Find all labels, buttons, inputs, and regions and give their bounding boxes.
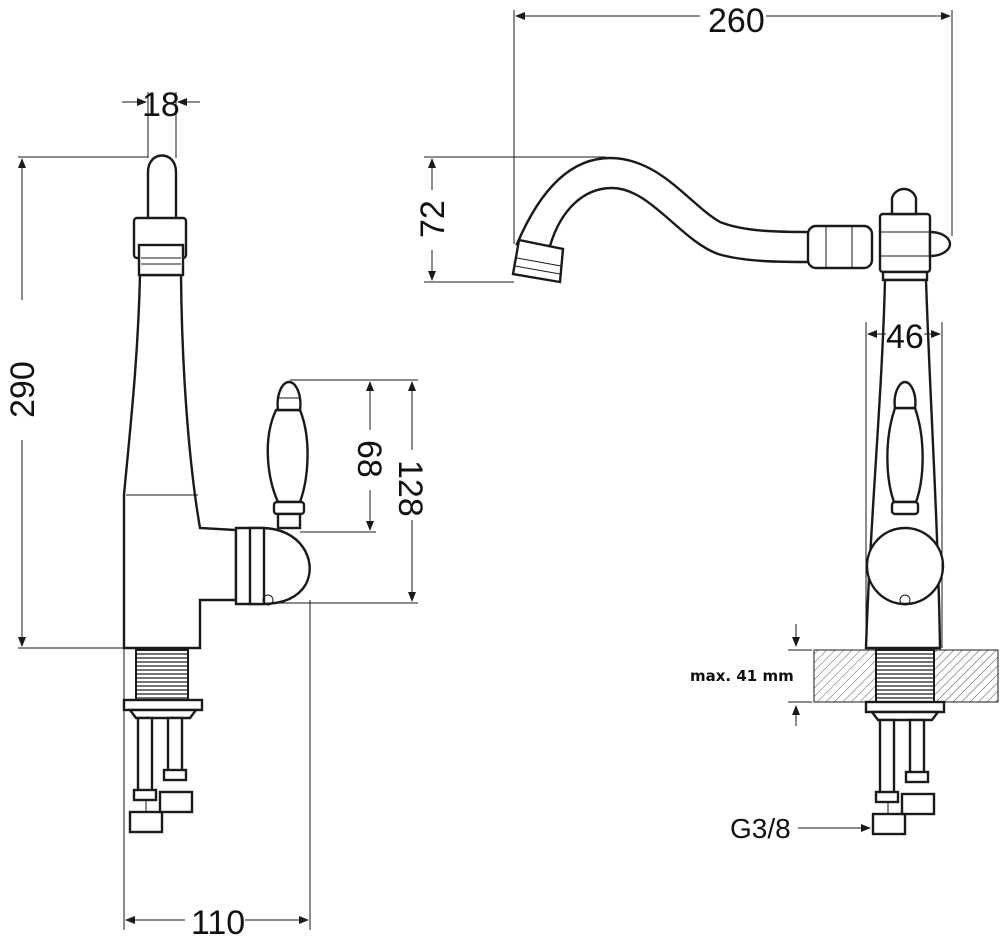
dim-base-width: 110 [123, 600, 311, 942]
front-handle-housing [865, 526, 945, 606]
side-connector-right [158, 790, 194, 814]
dim-max-thickness-label: max. 41 mm [690, 667, 794, 685]
front-spout [515, 156, 814, 264]
countertop-right [933, 649, 999, 703]
side-body [122, 273, 238, 650]
dim-nozzle-width-label: 18 [142, 86, 180, 124]
dim-handle-total-label: 128 [391, 460, 429, 517]
front-finial [890, 187, 918, 216]
front-spout-collar [806, 224, 874, 270]
dim-total-height-label: 290 [4, 361, 42, 418]
dim-nozzle-width: 18 [122, 86, 200, 158]
dim-handle-height: 68 [290, 379, 388, 533]
dim-base-width-label: 110 [191, 904, 245, 942]
front-hose-left [878, 718, 896, 800]
dim-total-height: 290 [4, 156, 148, 649]
front-aerator [511, 238, 565, 284]
dim-body-width: 46 [865, 318, 943, 648]
side-hose-left [136, 716, 154, 798]
front-connector-right [900, 792, 936, 816]
connector-thread-label: G3/8 [730, 813, 791, 844]
front-connector-left [871, 812, 907, 836]
front-threaded-shank [875, 649, 935, 703]
side-lever-handle [266, 408, 309, 504]
dim-spout-reach: 260 [513, 2, 953, 244]
side-handle-housing [234, 526, 311, 606]
countertop-left [813, 649, 877, 703]
front-lever-handle [886, 406, 924, 504]
front-hose-right [908, 718, 926, 780]
side-view: 18 290 68 128 [4, 86, 429, 942]
front-view: 260 72 46 max. 41 mm [414, 2, 999, 844]
dim-spout-height: 72 [414, 156, 606, 283]
side-connector-left [128, 810, 164, 834]
dim-body-width-label: 46 [886, 318, 924, 356]
front-head [878, 212, 932, 274]
dim-handle-height-label: 68 [350, 440, 388, 478]
side-threaded-shank [135, 649, 189, 701]
dim-spout-reach-label: 260 [708, 2, 765, 40]
connector-thread-callout: G3/8 [730, 813, 871, 844]
dim-max-thickness: max. 41 mm [690, 624, 812, 726]
side-hose-right [166, 716, 184, 778]
dim-spout-height-label: 72 [414, 200, 452, 238]
dim-handle-total: 128 [270, 379, 429, 604]
